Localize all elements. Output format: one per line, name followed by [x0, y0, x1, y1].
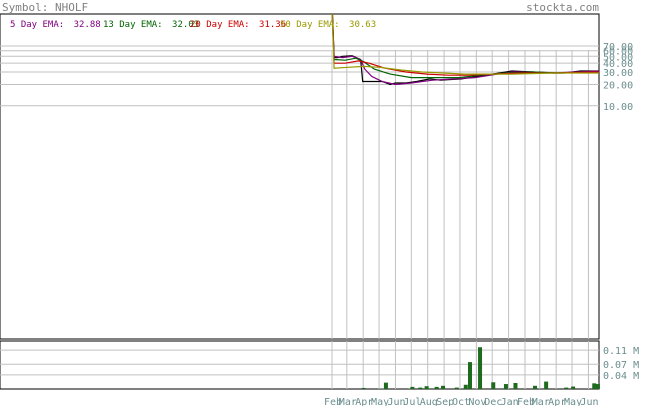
legend-ema50-label: 50 Day EMA:	[280, 20, 340, 30]
volume-bar	[463, 384, 468, 389]
symbol-label: Symbol: NHOLF	[2, 1, 88, 14]
x-tick-label: Jun	[387, 397, 405, 406]
volume-bar	[491, 382, 496, 389]
volume-bar	[503, 384, 508, 389]
x-tick-label: Oct	[452, 397, 470, 406]
legend-ema13: 13 Day EMA: 32.03	[103, 20, 199, 30]
x-tick-label: Mar	[532, 397, 550, 406]
price-tick-label: 40.00	[603, 59, 633, 70]
x-tick-label: Jul	[403, 397, 421, 406]
x-tick-label: Jan	[501, 397, 519, 406]
legend-ema13-value: 32.03	[172, 20, 199, 30]
legend-ema20: 20 Day EMA: 31.36	[190, 20, 286, 30]
volume-bar	[418, 387, 423, 389]
x-tick-label: Aug	[420, 397, 438, 406]
x-axis: FebMarAprMayJunJulAugSepOctNovDecJanFebM…	[324, 397, 598, 406]
price-tick-label: 50.00	[603, 52, 633, 63]
legend-ema5-value: 32.88	[74, 20, 101, 30]
volume-bar	[410, 386, 415, 389]
x-tick-label: Mar	[339, 397, 357, 406]
site-label: stockta.com	[526, 1, 599, 14]
price-panel	[0, 13, 600, 340]
price-lines	[331, 14, 599, 86]
price-tick-label: 70.00	[603, 42, 633, 53]
volume-bar	[434, 386, 439, 389]
x-tick-label: Dec	[484, 397, 502, 406]
volume-bar	[533, 385, 538, 389]
price-tick-label: 20.00	[603, 80, 633, 91]
volume-bar	[513, 382, 518, 389]
volume-panel	[0, 340, 600, 390]
x-tick-label: Feb	[517, 397, 535, 406]
volume-tick-label: 0.07 M	[603, 360, 639, 371]
volume-bar	[544, 381, 549, 389]
x-tick-label: Sep	[436, 397, 454, 406]
volume-bar	[467, 362, 472, 389]
series-ema50-line	[331, 14, 599, 75]
legend-ema13-label: 13 Day EMA:	[103, 20, 163, 30]
legend-ema5: 5 Day EMA: 32.88	[10, 20, 101, 30]
volume-bar	[592, 383, 597, 389]
volume-bar	[424, 386, 429, 389]
volume-tick-label: 0.04 M	[603, 371, 639, 382]
volume-bar	[564, 387, 569, 389]
legend-ema5-label: 5 Day EMA:	[10, 20, 64, 30]
price-tick-label: 10.00	[603, 102, 633, 113]
price-tick-label: 30.00	[603, 68, 633, 79]
volume-bar	[383, 382, 388, 389]
volume-y-axis: 0.11 M 0.07 M0.04 M	[603, 346, 639, 382]
series-ema20-line	[331, 14, 599, 76]
x-tick-label: Apr	[548, 397, 566, 406]
volume-bar	[441, 385, 446, 389]
volume-bar	[361, 387, 366, 389]
legend: 5 Day EMA: 32.88 13 Day EMA: 32.03 20 Da…	[10, 20, 376, 30]
grid	[0, 45, 599, 376]
vertical-grid	[331, 50, 589, 389]
legend-ema20-label: 20 Day EMA:	[190, 20, 250, 30]
x-tick-label: Jun	[580, 397, 598, 406]
legend-ema50-value: 30.63	[349, 20, 376, 30]
volume-bar	[454, 387, 459, 389]
volume-bar	[478, 347, 483, 389]
volume-bars	[361, 347, 600, 389]
legend-ema20-value: 31.36	[259, 20, 286, 30]
x-tick-label: May	[564, 397, 582, 406]
x-tick-label: May	[371, 397, 389, 406]
volume-tick-label: 0.11 M	[603, 346, 639, 357]
volume-bar	[427, 388, 432, 389]
legend-ema50: 50 Day EMA: 30.63	[280, 20, 376, 30]
volume-bar	[595, 384, 600, 389]
x-tick-label: Nov	[468, 397, 486, 406]
x-tick-label: Feb	[324, 397, 342, 406]
x-tick-label: Apr	[355, 397, 373, 406]
volume-bar	[571, 386, 576, 389]
price-tick-label: 60.00	[603, 47, 633, 58]
